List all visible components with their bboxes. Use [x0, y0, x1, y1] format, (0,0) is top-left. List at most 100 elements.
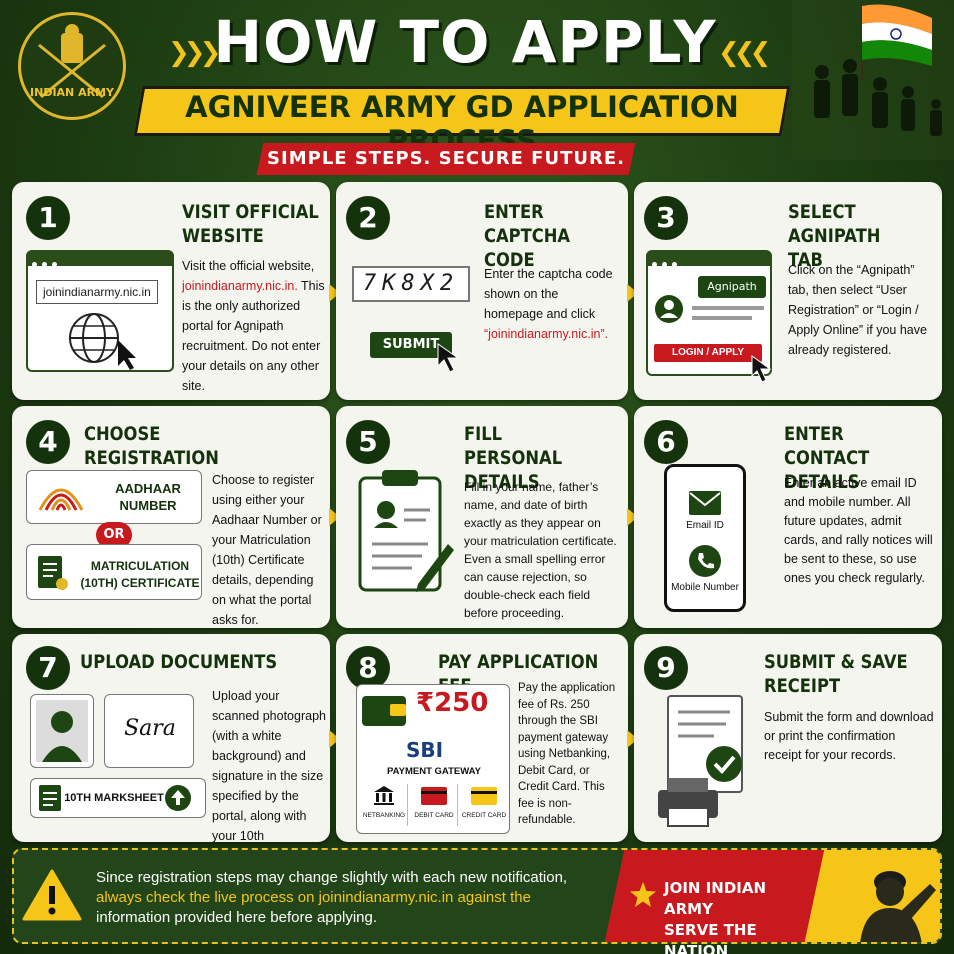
step-number: 4: [26, 420, 70, 464]
footer-banner: [12, 848, 942, 944]
method-label: CREDIT CARD: [461, 812, 507, 819]
method-label: DEBIT CARD: [414, 812, 454, 819]
tab-agnipath[interactable]: Agnipath: [698, 276, 766, 298]
step-card-4: 4 CHOOSE REGISTRATION TYPE AADHAAR NUMBE…: [12, 406, 330, 628]
step-number: 9: [644, 646, 688, 690]
cta-text: JOIN INDIAN ARMY SERVE THE NATION: [664, 879, 767, 954]
debit-card-option[interactable]: DEBIT CARD: [410, 784, 458, 826]
fee-amount: ₹250: [416, 688, 489, 718]
clipboard-icon: [358, 470, 454, 592]
warning-text: Since registration steps may change slig…: [96, 869, 568, 926]
soldier-salute-icon: [860, 871, 936, 942]
step-card-3: 3 SELECT AGNIPATH TAB Agnipath LOGIN / A…: [634, 182, 942, 400]
upload-icon[interactable]: [164, 784, 192, 812]
method-label: NETBANKING: [362, 812, 406, 819]
arrow-right-icon: [627, 508, 638, 526]
url-box: joinindianarmy.nic.in: [36, 280, 158, 304]
step-card-8: 8 PAY APPLICATION FEE ₹250 SBI PAYMENT G…: [336, 634, 628, 842]
step-number: 6: [644, 420, 688, 464]
arrow-right-icon: [627, 284, 638, 302]
form-line: [692, 306, 764, 310]
step-card-5: 5 FILL PERSONAL DETAILS Fill in your nam…: [336, 406, 628, 628]
website-link[interactable]: “joinindianarmy.nic.in”.: [484, 327, 609, 341]
page-title: HOW TO APPLY: [213, 8, 717, 76]
emblem-label: INDIAN ARMY: [30, 86, 114, 99]
sbi-logo-icon: SBI: [406, 738, 444, 762]
step-card-6: 6 ENTER CONTACT DETAILS Email ID Mobile …: [634, 406, 942, 628]
step-body: Fill in your name, father’s name, and da…: [464, 480, 617, 620]
wallet-icon: [362, 696, 406, 726]
step-title: UPLOAD DOCUMENTS: [80, 651, 278, 673]
credit-card-option[interactable]: CREDIT CARD: [460, 784, 508, 826]
browser-illustration: [26, 250, 174, 372]
step-card-9: 9 SUBMIT & SAVE RECEIPT Submit the form …: [634, 634, 942, 842]
step-body: Enter an active email ID and mobile numb…: [784, 476, 933, 585]
call-icon: [689, 545, 721, 577]
website-link[interactable]: joinindianarmy.nic.in.: [182, 279, 298, 293]
phone-icon: [664, 464, 746, 612]
cursor-icon: [118, 340, 136, 370]
cursor-icon: [437, 343, 460, 373]
fingerprint-icon: [38, 488, 84, 511]
step-number: 8: [346, 646, 390, 690]
step-card-2: 2 ENTER CAPTCHA CODE 7K8X2 SUBMIT Enter …: [336, 182, 628, 400]
document-icon: [39, 785, 61, 811]
step-body: Enter the captcha code shown on the home…: [484, 267, 613, 341]
globe-icon: [69, 313, 136, 370]
step-title: VISIT OFFICIAL WEBSITE: [182, 201, 319, 247]
user-icon: [655, 295, 683, 323]
marksheet-label: 10TH MARKSHEET: [64, 792, 164, 804]
star-icon: [630, 882, 656, 907]
step-body: Visit the official website, joinindianar…: [182, 259, 325, 393]
chevron-left-icon: ❯❯❯: [168, 38, 221, 68]
printer-icon: [658, 778, 718, 827]
email-label: Email ID: [686, 520, 724, 531]
step-number: 5: [346, 420, 390, 464]
photo-icon: [36, 700, 88, 762]
mobile-label: Mobile Number: [671, 582, 739, 593]
step-body: Choose to register using either your Aad…: [212, 473, 322, 627]
step-title: SELECT AGNIPATH TAB: [788, 201, 881, 271]
bank-icon: [374, 786, 394, 805]
certificate-icon: [38, 556, 68, 590]
signature-icon: Sara: [124, 716, 176, 741]
signature-upload[interactable]: [104, 694, 194, 768]
receipt-illustration: [658, 695, 743, 827]
arrow-right-icon: [329, 730, 340, 748]
step-title: ENTER CAPTCHA CODE: [484, 201, 571, 271]
mail-icon: [689, 491, 721, 515]
emblem-icon: INDIAN ARMY: [18, 12, 126, 120]
form-line: [692, 316, 752, 320]
aadhaar-label: AADHAAR NUMBER: [115, 481, 181, 513]
step-title: FILL PERSONAL DETAILS: [464, 423, 563, 493]
step-number: 3: [644, 196, 688, 240]
arrow-right-icon: [627, 730, 638, 748]
arrow-right-icon: [329, 508, 340, 526]
step-number: 7: [26, 646, 70, 690]
arrow-right-icon: [329, 284, 340, 302]
captcha-image: 7K8X2: [352, 266, 470, 302]
step-card-7: 7 UPLOAD DOCUMENTS Sara 10TH MARKSHEET U…: [12, 634, 330, 842]
soldiers-silhouette-icon: [814, 59, 942, 136]
step-number: 2: [346, 196, 390, 240]
pen-icon: [416, 544, 454, 592]
or-badge: OR: [96, 522, 132, 548]
check-icon: [706, 746, 742, 782]
step-body: Upload your scanned photograph (with a w…: [212, 689, 326, 842]
warning-icon: [22, 869, 82, 921]
chevron-right-icon: ❮❮❮: [718, 38, 771, 68]
step-number: 1: [26, 196, 70, 240]
header: INDIAN ARMY ❯❯❯ HOW TO APPLY ❮❮❮ AGNIVEE…: [0, 0, 954, 178]
login-apply-online-button[interactable]: LOGIN / APPLY ONLINE: [654, 344, 762, 376]
netbanking-option[interactable]: NETBANKING: [360, 784, 408, 826]
step-card-1: 1 VISIT OFFICIAL WEBSITE joinindianarmy.…: [12, 182, 330, 400]
cursor-icon: [751, 355, 772, 383]
matriculation-label: MATRICULATION (10TH) CERTIFICATE: [80, 559, 200, 590]
gateway-label: PAYMENT GATEWAY: [387, 766, 481, 777]
step-body: Submit the form and download or print th…: [764, 710, 934, 762]
step-title: SUBMIT & SAVE RECEIPT: [764, 651, 908, 697]
step-title: ENTER CONTACT DETAILS: [784, 423, 870, 493]
user-icon: [377, 501, 395, 519]
card-icon: [471, 787, 497, 805]
step-body: Pay the application fee of Rs. 250 throu…: [518, 682, 616, 826]
